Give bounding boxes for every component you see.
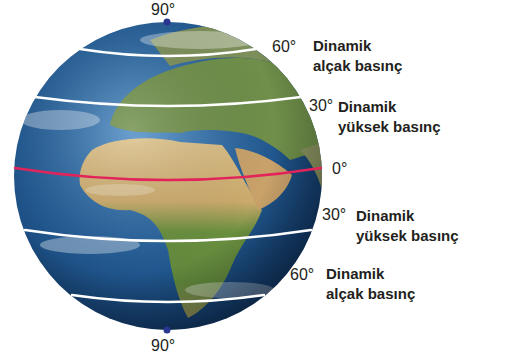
latitude-label: 90° — [151, 337, 175, 355]
latitude-label: 30° — [322, 206, 346, 224]
latitude-label: 30° — [309, 97, 333, 115]
pole-dot — [164, 19, 171, 26]
pressure-label: Dinamik alçak basınç — [326, 264, 422, 304]
pressure-label: Dinamik yüksek basınç — [356, 206, 466, 246]
globe-shading — [14, 22, 322, 330]
latitude-label: 60° — [290, 266, 314, 284]
pole-dot — [164, 327, 171, 334]
latitude-label: 90° — [151, 1, 175, 19]
latitude-label: 60° — [272, 38, 296, 56]
latitude-lines — [15, 49, 321, 302]
pressure-label: Dinamik alçak basınç — [313, 36, 409, 76]
pressure-label: Dinamik yüksek basınç — [338, 97, 448, 137]
ocean — [14, 22, 322, 330]
latitude-label: 0° — [332, 160, 347, 178]
